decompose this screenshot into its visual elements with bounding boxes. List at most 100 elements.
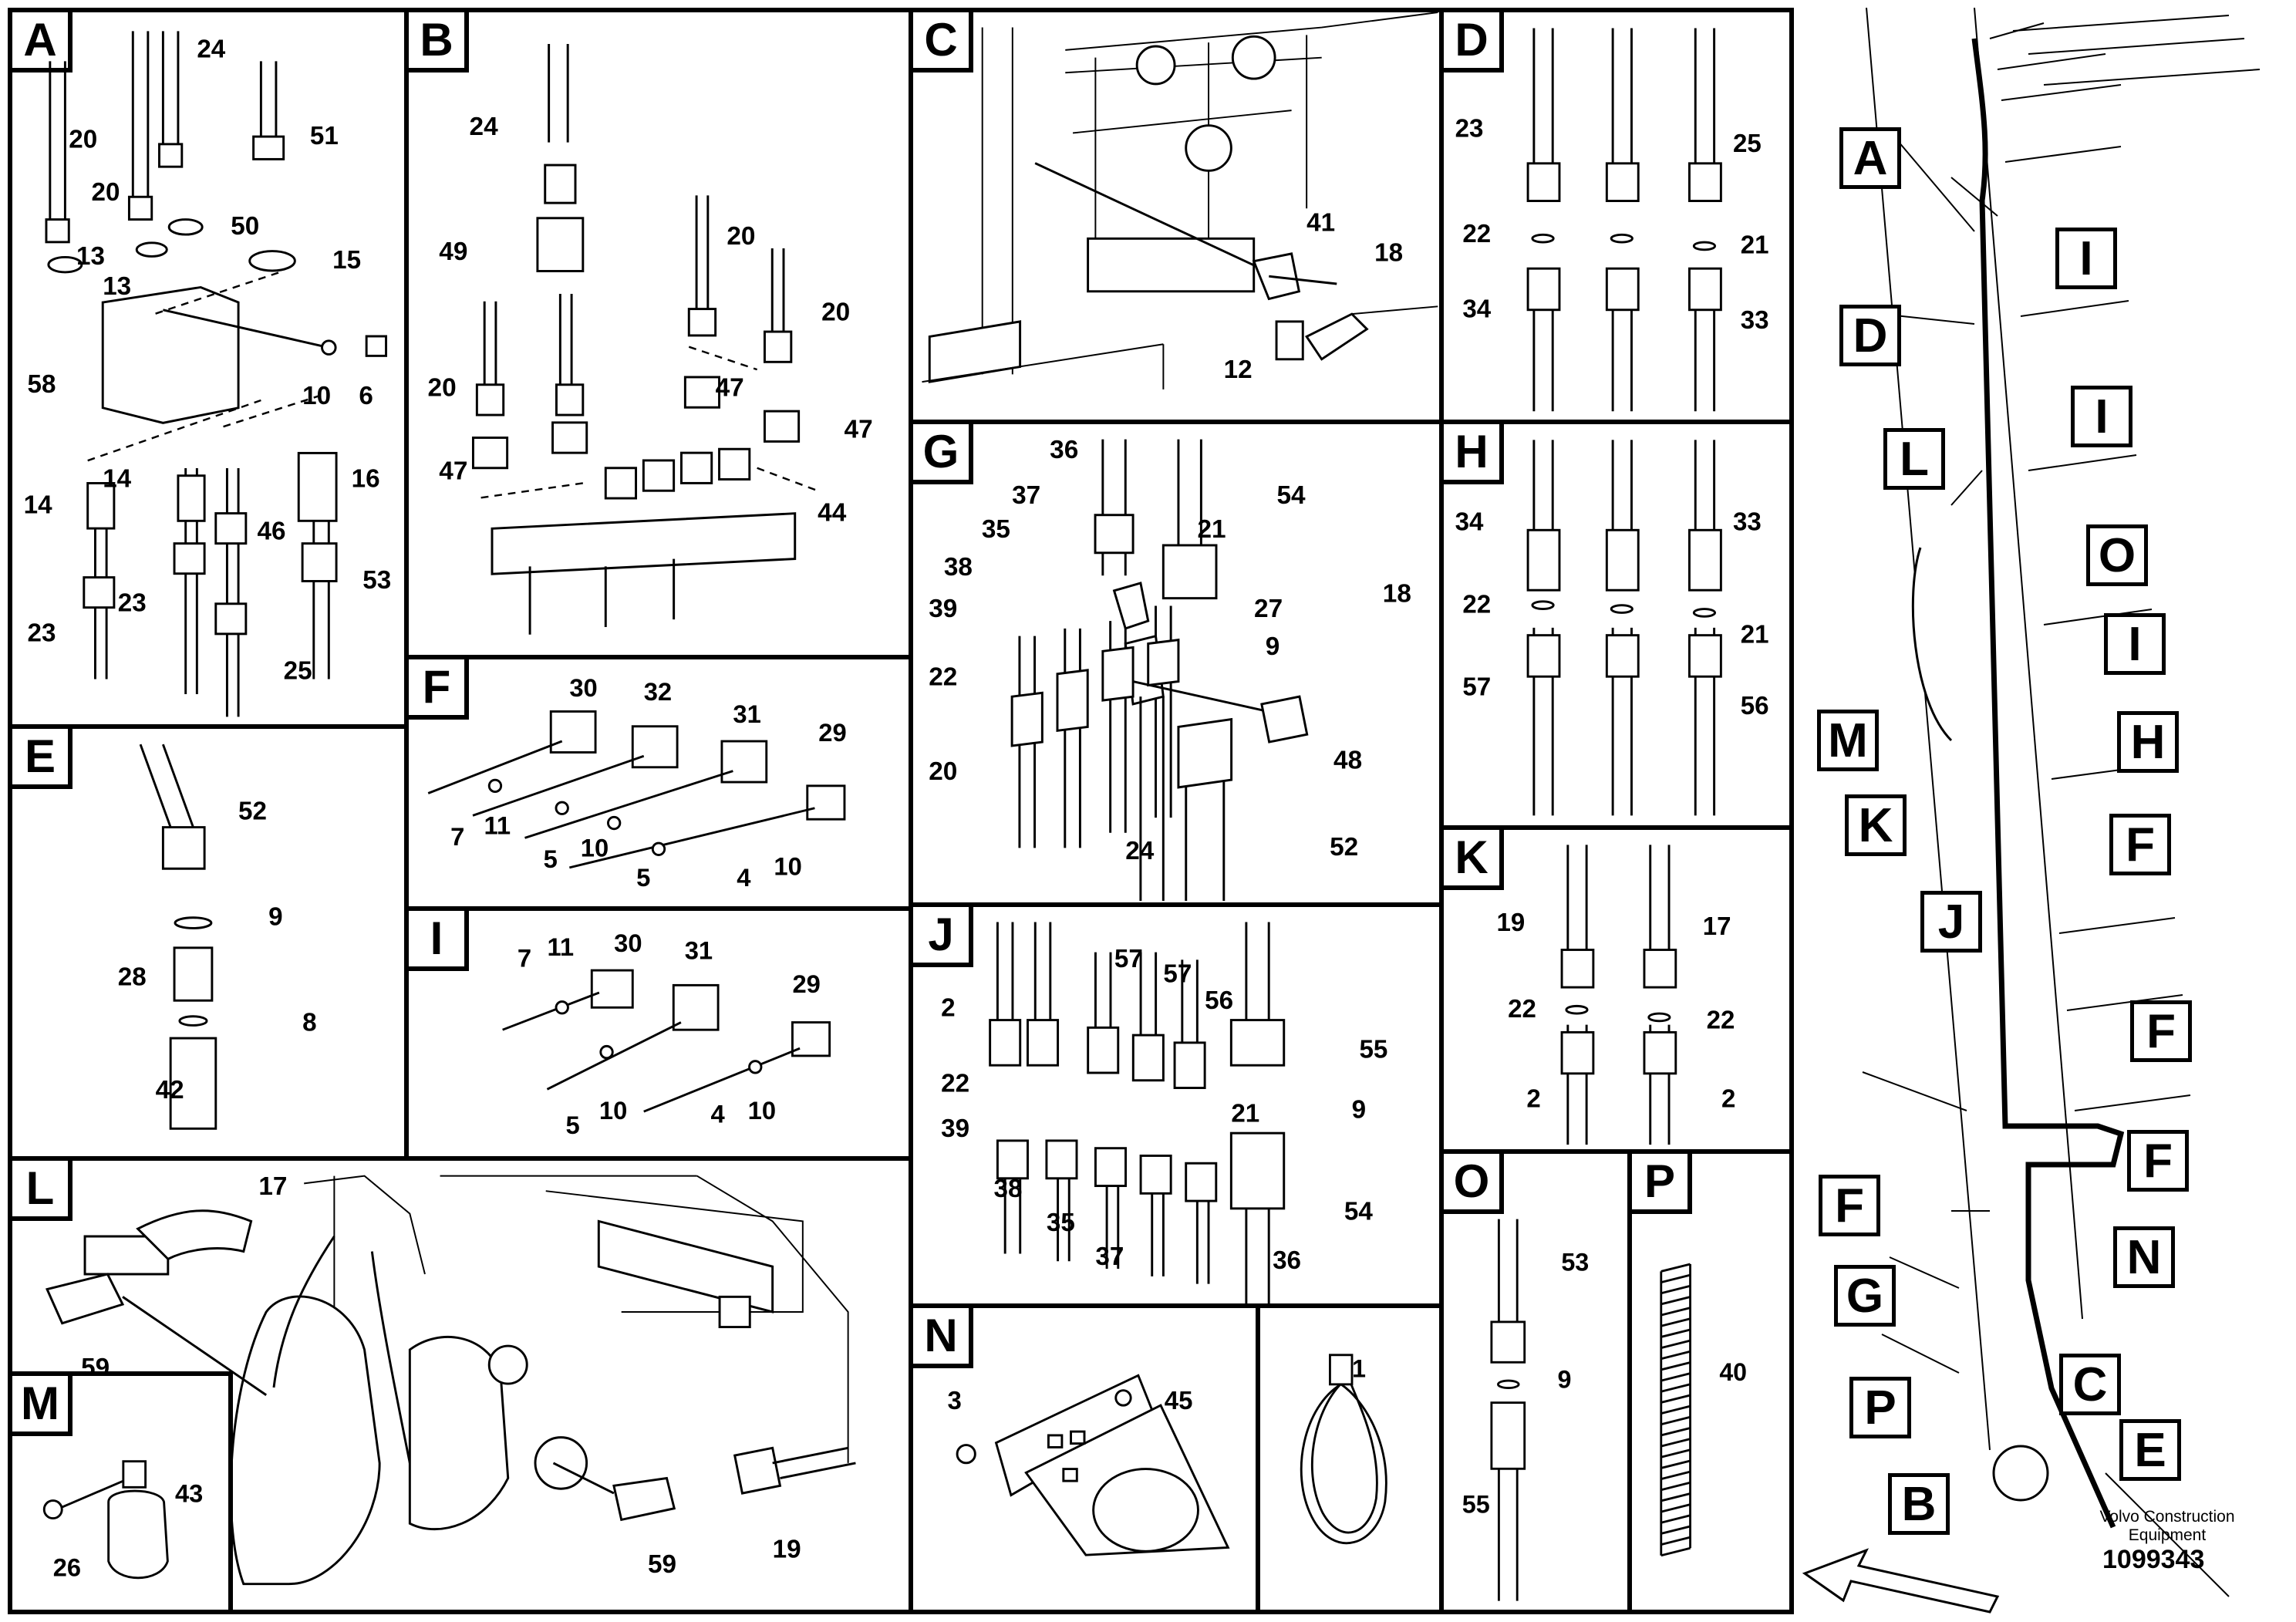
callout-o-53: 53 <box>1561 1248 1589 1276</box>
panel-j-label: J <box>913 907 973 967</box>
overview-callout-f2: F <box>2130 1000 2192 1062</box>
callout-a-14: 14 <box>24 491 52 520</box>
callout-k-22: 22 <box>1508 995 1536 1023</box>
callout-j-21: 21 <box>1231 1099 1259 1128</box>
callout-j-36: 36 <box>1273 1246 1301 1275</box>
callout-g-27: 27 <box>1254 595 1283 623</box>
panel-g-drawing: 36 54 37 35 21 38 39 27 18 9 22 20 48 24… <box>929 436 1411 902</box>
callout-b-44: 44 <box>818 498 847 527</box>
callout-h-33: 33 <box>1733 508 1762 536</box>
panel-c: C 41 18 12 <box>909 8 1444 424</box>
callout-j-55: 55 <box>1359 1035 1387 1064</box>
panel-e-drawing: 52 9 28 8 42 <box>118 744 317 1130</box>
callout-e-28: 28 <box>118 963 147 992</box>
panel-i-drawing: 7 11 30 31 29 5 10 4 10 <box>502 929 831 1139</box>
panel-j: J 57 57 56 2 55 22 39 21 9 38 35 54 37 3… <box>909 902 1444 1308</box>
callout-b-47b: 47 <box>845 415 873 443</box>
callout-g-54: 54 <box>1276 481 1306 510</box>
callout-b-20: 20 <box>727 222 755 251</box>
callout-g-22: 22 <box>929 663 957 691</box>
callout-i-10b: 10 <box>748 1096 776 1125</box>
callout-g-18: 18 <box>1383 580 1411 609</box>
callout-j-54: 54 <box>1344 1198 1373 1226</box>
panel-m-label: M <box>12 1376 72 1436</box>
callout-f-31: 31 <box>733 700 760 728</box>
callout-b-24: 24 <box>470 113 499 141</box>
panel-d-label: D <box>1444 12 1504 73</box>
panel-o-drawing: 53 9 55 <box>1462 1219 1589 1601</box>
overview-callout-l: L <box>1883 428 1945 490</box>
overview-callout-i: I <box>2055 228 2117 289</box>
callout-k-17: 17 <box>1703 912 1731 941</box>
overview-callout-p: P <box>1849 1377 1911 1438</box>
callout-m-43: 43 <box>175 1479 203 1507</box>
callout-g-9: 9 <box>1266 632 1280 661</box>
callout-b-47c: 47 <box>439 457 467 485</box>
callout-i-10: 10 <box>599 1096 627 1125</box>
callout-e-42: 42 <box>156 1076 184 1104</box>
callout-i-30: 30 <box>614 929 642 957</box>
callout-g-48: 48 <box>1333 746 1362 774</box>
callout-f-4: 4 <box>737 863 751 892</box>
callout-a-23b: 23 <box>28 619 56 648</box>
panel-g-label: G <box>913 424 973 484</box>
panel-b-label: B <box>409 12 469 73</box>
overview-callout-i3: I <box>2104 613 2166 675</box>
callout-e-8: 8 <box>302 1008 316 1037</box>
callout-tie-1: 1 <box>1352 1354 1366 1382</box>
callout-a-58: 58 <box>28 370 56 399</box>
callout-k-2: 2 <box>1526 1085 1540 1114</box>
panel-g: G 36 54 37 35 21 38 39 27 18 9 22 20 48 … <box>909 420 1444 907</box>
overview-callout-c: C <box>2059 1354 2121 1415</box>
panel-d-drawing: 23 25 22 21 34 33 <box>1455 28 1769 412</box>
callout-k-22b: 22 <box>1707 1007 1735 1035</box>
callout-l-19: 19 <box>773 1535 801 1563</box>
panel-a-drawing: 24 20 20 51 13 13 50 15 58 10 6 14 14 16… <box>24 31 391 717</box>
callout-d-34: 34 <box>1462 295 1491 323</box>
callout-a-16: 16 <box>352 464 380 493</box>
callout-i-11: 11 <box>547 932 574 961</box>
panel-cable-tie: 1 <box>1256 1303 1448 1614</box>
callout-o-9: 9 <box>1558 1366 1572 1394</box>
panel-n-drawing: 3 45 <box>947 1374 1230 1556</box>
overview-callout-h: H <box>2117 711 2179 773</box>
panel-p-drawing: 40 <box>1660 1263 1747 1557</box>
callout-j-2: 2 <box>941 994 955 1023</box>
callout-d-21: 21 <box>1741 231 1769 260</box>
overview-machine: A I D I L O I M H K F J F F F N G C P E … <box>1797 8 2291 1620</box>
callout-f-10b: 10 <box>774 852 801 881</box>
callout-j-38: 38 <box>994 1175 1023 1203</box>
callout-m-26: 26 <box>53 1553 81 1581</box>
callout-i-5: 5 <box>566 1111 580 1139</box>
brand-line-1: Volvo Construction <box>2099 1508 2235 1526</box>
callout-i-31: 31 <box>685 936 713 965</box>
panel-i-label: I <box>409 911 469 971</box>
callout-h-21: 21 <box>1741 620 1769 649</box>
callout-a-46: 46 <box>258 518 286 546</box>
callout-f-29: 29 <box>818 718 846 747</box>
panel-d: D 23 25 22 21 34 33 <box>1439 8 1794 424</box>
callout-g-36: 36 <box>1050 436 1078 464</box>
callout-k-2b: 2 <box>1721 1085 1735 1114</box>
overview-callout-d: D <box>1839 305 1901 366</box>
overview-callout-k: K <box>1845 794 1907 856</box>
callout-g-52: 52 <box>1330 833 1358 862</box>
arrow-icon <box>1802 1548 2000 1614</box>
callout-a-24: 24 <box>197 35 225 64</box>
callout-g-21: 21 <box>1197 515 1226 544</box>
callout-a-50: 50 <box>231 212 259 241</box>
callout-n-45: 45 <box>1165 1386 1193 1415</box>
callout-d-22: 22 <box>1462 220 1491 248</box>
callout-d-33: 33 <box>1741 306 1769 335</box>
overview-callout-o: O <box>2086 524 2148 586</box>
brand-line-2: Equipment <box>2128 1526 2207 1544</box>
callout-c-18: 18 <box>1374 239 1403 268</box>
callout-l-59b: 59 <box>648 1550 676 1579</box>
panel-b: B 24 49 20 20 20 47 47 47 44 <box>404 8 913 659</box>
panel-e-label: E <box>12 729 72 789</box>
callout-d-25: 25 <box>1733 130 1762 158</box>
callout-a-15: 15 <box>332 246 361 275</box>
callout-i-4: 4 <box>710 1100 725 1128</box>
callout-i-29: 29 <box>792 969 820 998</box>
panel-o: O 53 9 55 <box>1439 1149 1632 1614</box>
